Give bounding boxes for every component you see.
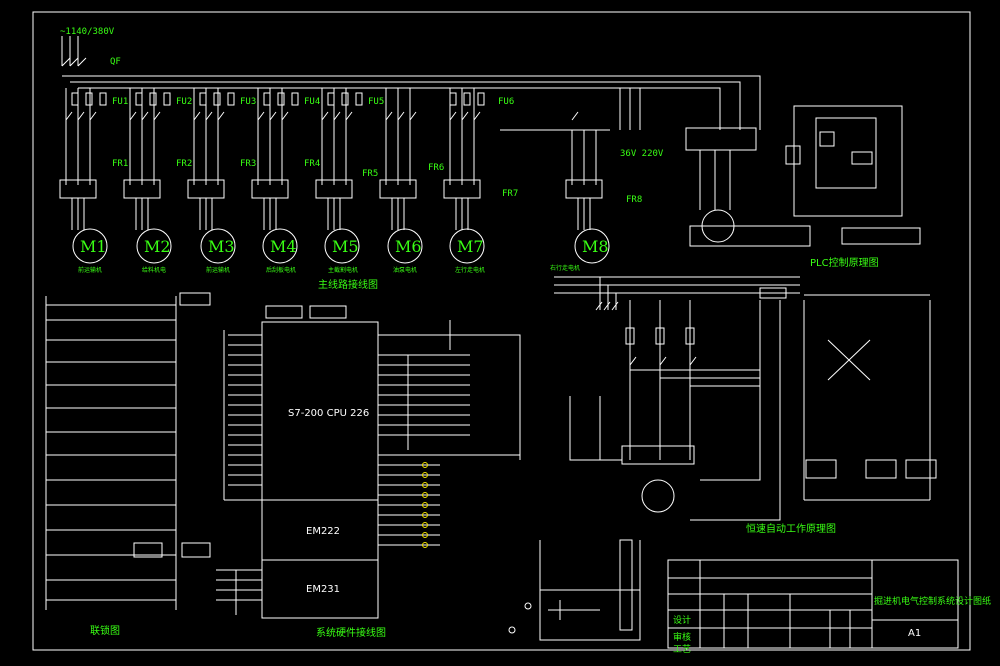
fuse-row [71, 92, 485, 106]
motor-M5: M5 主截割电机 [324, 228, 360, 274]
fuse-label-4: FU4 [304, 97, 320, 107]
plc-wiring: S7-200 CPU 226 EM222 EM231 系统硬件接线图 [216, 305, 521, 639]
breaker-label: QF [110, 57, 121, 67]
svg-text:前运输机: 前运输机 [206, 266, 230, 274]
outer-frame [32, 11, 971, 651]
plc-control-diagram: PLC控制原理图 [655, 75, 921, 269]
svg-text:油泵电机: 油泵电机 [393, 266, 417, 274]
sensor-circuit [508, 539, 641, 641]
relay-label-6: FR6 [428, 163, 444, 173]
fuse-label-6: FU6 [498, 97, 514, 107]
svg-text:M6: M6 [395, 237, 422, 256]
fuse-label-1: FU1 [112, 97, 128, 107]
svg-text:M7: M7 [457, 237, 484, 256]
main-power-circuit: ~1140/380V QF FU1 FU2 FU3 FU4 FU5 FU6 [59, 27, 664, 291]
plc-cpu-block [261, 321, 379, 501]
title-block: 掘进机电气控制系统设计图纸 A1 设计 审核 工艺 [667, 559, 991, 655]
svg-text:M2: M2 [144, 237, 171, 256]
svg-text:左行走电机: 左行走电机 [455, 266, 485, 274]
motor-M2: M2 给料机电 [136, 228, 172, 274]
supply-label: ~1140/380V [60, 27, 115, 37]
svg-text:前运输机: 前运输机 [78, 266, 102, 274]
transformer-out-label: 36V 220V [620, 149, 664, 159]
svg-text:右行走电机: 右行走电机 [550, 264, 580, 272]
plc-em222-block [261, 499, 379, 561]
relay-label-2: FR2 [176, 159, 192, 169]
fuse-label-5: FU5 [368, 97, 384, 107]
title-block-row-1: 设计 [673, 614, 691, 626]
speed-auto-title: 恒速自动工作原理图 [746, 522, 836, 535]
plc-cpu-label: S7-200 CPU 226 [288, 408, 369, 419]
title-block-row-2: 审核 [673, 631, 691, 643]
svg-text:M3: M3 [208, 237, 235, 256]
motor-branches [59, 88, 610, 230]
svg-text:给料机电: 给料机电 [142, 266, 166, 274]
relay-label-7: FR7 [502, 189, 518, 199]
relay-label-3: FR3 [240, 159, 256, 169]
plc-em231-label: EM231 [306, 584, 340, 595]
svg-text:后刮板电机: 后刮板电机 [266, 266, 296, 274]
interlock-title: 联锁图 [90, 624, 120, 637]
title-block-row-3: 工艺 [673, 644, 691, 655]
fuse-label-2: FU2 [176, 97, 192, 107]
relay-label-1: FR1 [112, 159, 128, 169]
plc-em231-block [261, 559, 379, 619]
plc-wiring-title: 系统硬件接线图 [316, 626, 386, 639]
plc-control-title: PLC控制原理图 [810, 256, 879, 269]
motor-M7: M7 左行走电机 [449, 228, 485, 274]
svg-text:M8: M8 [582, 237, 609, 256]
svg-text:M4: M4 [270, 237, 297, 256]
relay-label-5: FR5 [362, 169, 378, 179]
title-block-drawing-name: 掘进机电气控制系统设计图纸 [874, 595, 991, 607]
busbar [62, 75, 655, 89]
svg-text:M5: M5 [332, 237, 359, 256]
main-circuit-title: 主线路接线图 [318, 278, 378, 291]
svg-text:M1: M1 [80, 237, 107, 256]
speed-auto-diagram [554, 276, 937, 521]
motor-M3: M3 前运输机 [200, 228, 236, 274]
motor-M1: M1 前运输机 [72, 228, 108, 274]
plc-em222-label: EM222 [306, 526, 340, 537]
interlock-ladder [45, 292, 211, 610]
relay-label-8: FR8 [626, 195, 642, 205]
svg-text:主截割电机: 主截割电机 [328, 266, 358, 274]
fuse-label-3: FU3 [240, 97, 256, 107]
motor-M4: M4 后刮板电机 [262, 228, 298, 274]
relay-label-4: FR4 [304, 159, 320, 169]
title-block-scale: A1 [908, 628, 921, 639]
motor-M6: M6 油泵电机 [387, 228, 423, 274]
